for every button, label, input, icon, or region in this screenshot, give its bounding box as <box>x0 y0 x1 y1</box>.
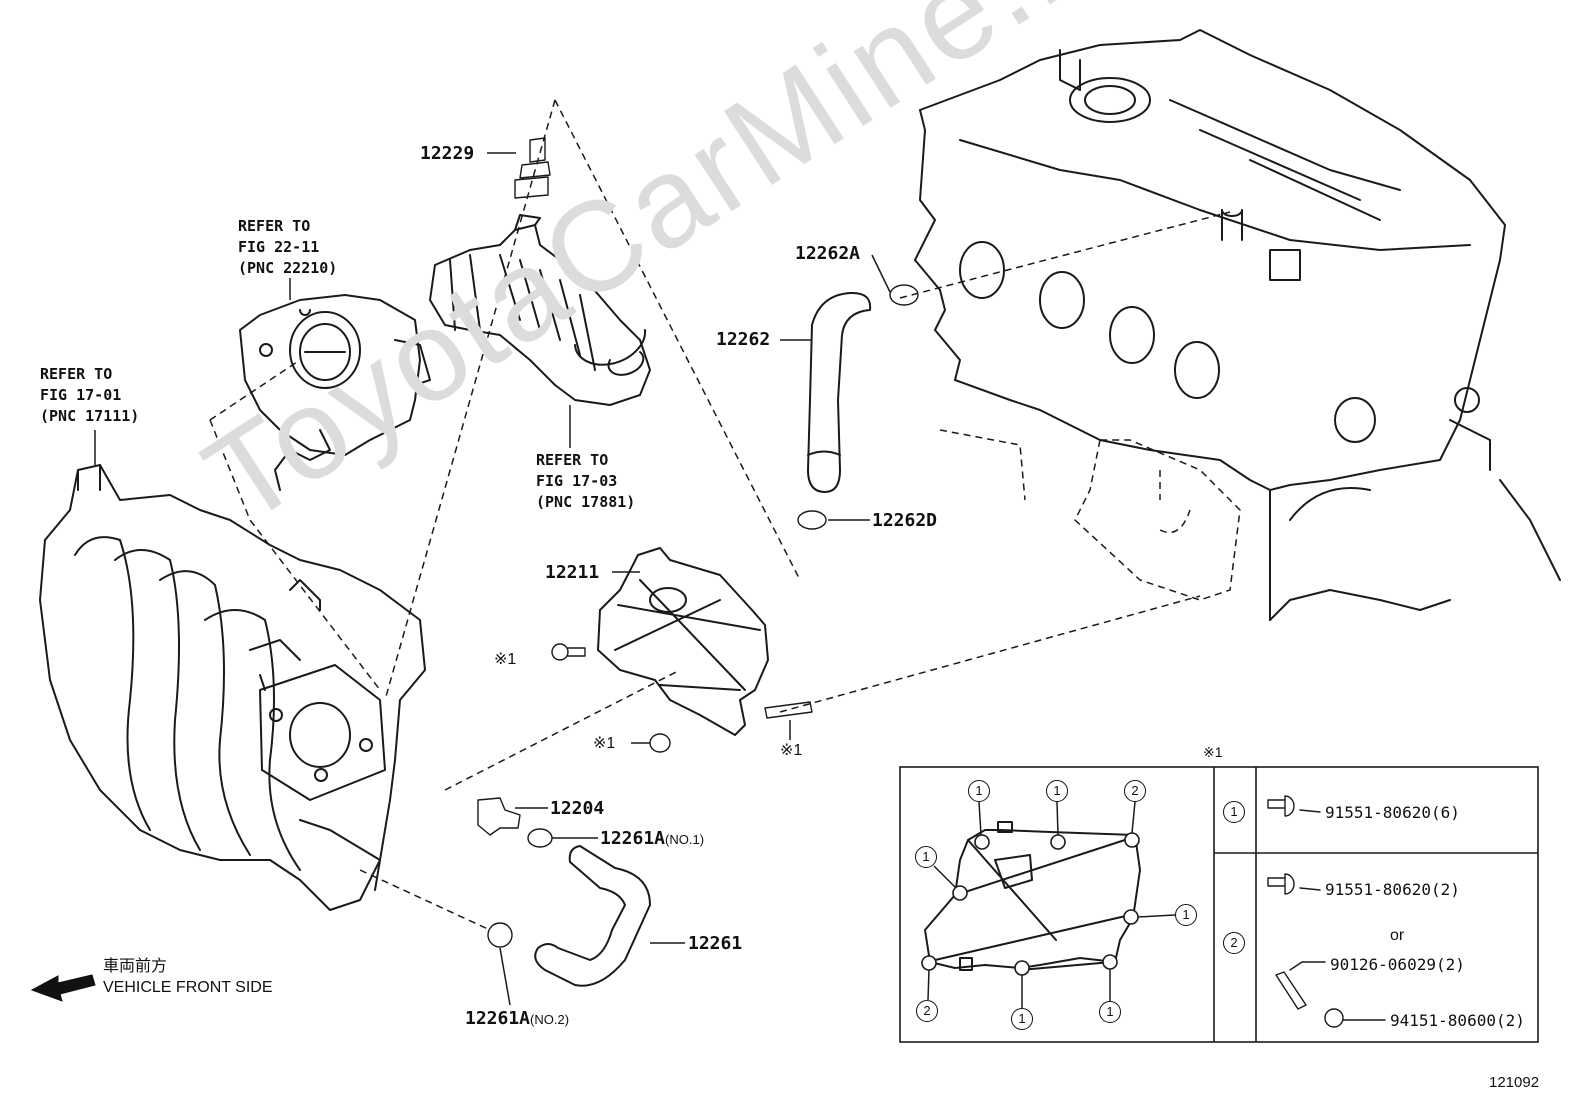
table-key-2: 2 <box>1223 932 1245 954</box>
vehicle-front-label-en: VEHICLE FRONT SIDE <box>103 979 273 996</box>
assembly-leader-lines <box>209 99 1231 931</box>
pcv-fitting-drawing <box>514 137 551 199</box>
hose-12262-drawing <box>807 291 872 493</box>
ref-note-intake-manifold: REFER TO FIG 17-01 (PNC 17111) <box>40 365 140 425</box>
table-bolt-icon-2 <box>1267 873 1321 895</box>
fasteners-drawing <box>551 643 813 753</box>
note-mark-table: ※1 <box>1203 744 1223 760</box>
detail-callout: 1 <box>1175 904 1197 926</box>
figure-id: 121092 <box>1489 1074 1540 1091</box>
table-nut-icon <box>1324 1008 1386 1028</box>
intake-manifold-drawing <box>39 464 426 911</box>
engine-side-plate <box>939 429 1241 601</box>
part-label-12204: 12204 <box>550 798 605 819</box>
part-label-12261a-no1: 12261A(NO.1) <box>600 830 704 848</box>
part-label-12261a-no1-num: 12261A <box>600 828 666 849</box>
part-label-12262a: 12262A <box>795 243 861 264</box>
intake-hose-drawing <box>429 214 651 406</box>
label-leaders <box>94 152 891 1006</box>
part-label-12262d: 12262D <box>872 510 938 531</box>
part-label-12211: 12211 <box>545 562 600 583</box>
part-label-12262: 12262 <box>716 329 771 350</box>
vehicle-front-label-jp: 車両前方 <box>103 958 168 975</box>
part-label-12261: 12261 <box>688 933 743 954</box>
vehicle-front-arrow <box>30 974 96 1002</box>
note-mark-bolt-mid: ※1 <box>593 735 616 752</box>
table-part-94151: 94151-80600(2) <box>1390 1011 1525 1030</box>
detail-plate-drawing <box>924 821 1141 971</box>
table-bolt-icon-1 <box>1267 795 1321 817</box>
engine-block-drawing <box>914 29 1561 621</box>
part-label-12229: 12229 <box>420 143 475 164</box>
detail-callout: 1 <box>915 846 937 868</box>
throttle-body-drawing <box>239 294 431 491</box>
detail-callout: 2 <box>916 1000 938 1022</box>
detail-callout-leaders <box>927 801 1176 1008</box>
ref-note-intake-hose: REFER TO FIG 17-03 (PNC 17881) <box>536 451 636 511</box>
table-part-91551-6: 91551-80620(6) <box>1325 803 1460 822</box>
table-key-1: 1 <box>1223 801 1245 823</box>
plate-12211-drawing <box>597 547 769 736</box>
detail-callout: 1 <box>1099 1001 1121 1023</box>
part-label-12261a-no2-sub: (NO.2) <box>530 1012 570 1027</box>
note-mark-bolt-top: ※1 <box>494 651 517 668</box>
table-part-91551-2: 91551-80620(2) <box>1325 880 1460 899</box>
part-label-12261a-no2-num: 12261A <box>465 1008 531 1029</box>
part-label-12261a-no2: 12261A(NO.2) <box>465 1010 569 1028</box>
table-part-90126: 90126-06029(2) <box>1330 955 1465 974</box>
note-mark-stud: ※1 <box>780 742 803 759</box>
detail-table <box>899 766 1539 1043</box>
sensor-12204-drawing <box>477 797 521 836</box>
table-stud-icon <box>1275 961 1326 1010</box>
detail-callout: 1 <box>1046 780 1068 802</box>
table-or-text: or <box>1390 927 1405 944</box>
ref-note-throttle-body: REFER TO FIG 22-11 (PNC 22210) <box>238 217 338 277</box>
detail-callout: 1 <box>968 780 990 802</box>
hose-12261-drawing <box>534 845 651 987</box>
detail-callout: 2 <box>1124 780 1146 802</box>
part-label-12261a-no1-sub: (NO.1) <box>665 832 705 847</box>
detail-callout: 1 <box>1011 1008 1033 1030</box>
